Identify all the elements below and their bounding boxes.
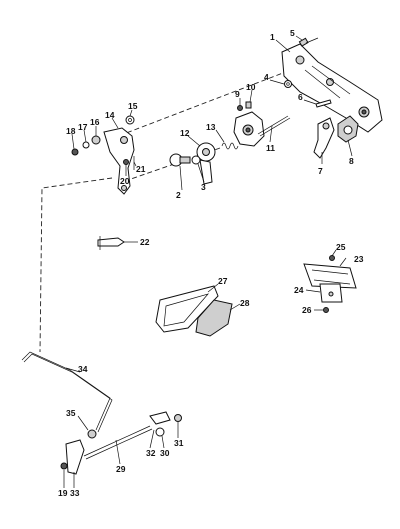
- callout-4: 4: [264, 72, 269, 82]
- callout-31: 31: [174, 438, 184, 448]
- callout-21: 21: [136, 164, 146, 174]
- part-lever-arm: [313, 117, 335, 159]
- part-screw-25: [329, 255, 335, 261]
- callout-6: 6: [298, 92, 303, 102]
- part-throttle-body: [233, 111, 265, 147]
- part-washer-3: [191, 155, 201, 165]
- callout-19: 19: [58, 488, 68, 498]
- callout-24: 24: [294, 285, 304, 295]
- callout-13: 13: [206, 122, 216, 132]
- part-pad: [195, 299, 233, 337]
- part-nut-20: [123, 159, 129, 165]
- callout-14: 14: [105, 110, 115, 120]
- assembly-guide-line: [39, 177, 113, 353]
- callout-23: 23: [354, 254, 364, 264]
- callout-12: 12: [180, 128, 190, 138]
- part-pin: [315, 99, 332, 108]
- callout-17: 17: [78, 122, 88, 132]
- callout-10: 10: [246, 82, 256, 92]
- callout-35: 35: [66, 408, 76, 418]
- callout-5: 5: [290, 28, 295, 38]
- callout-30: 30: [160, 448, 170, 458]
- callout-3: 3: [201, 182, 206, 192]
- callout-20: 20: [120, 176, 130, 186]
- part-nut-19: [60, 462, 68, 470]
- part-nut-16: [91, 135, 101, 145]
- callout-33: 33: [70, 488, 80, 498]
- callout-25: 25: [336, 242, 346, 252]
- callout-1: 1: [270, 32, 275, 42]
- part-long-rod: [21, 351, 111, 431]
- callout-26: 26: [302, 305, 312, 315]
- part-nut-18: [71, 148, 79, 156]
- part-nut-31: [174, 414, 182, 422]
- callout-29: 29: [116, 464, 126, 474]
- callout-9: 9: [235, 89, 240, 99]
- callout-28: 28: [240, 298, 250, 308]
- part-screw-small: [245, 101, 252, 109]
- callout-15: 15: [128, 101, 138, 111]
- callout-7: 7: [318, 166, 323, 176]
- part-clip-22: [97, 237, 125, 247]
- part-cam-knob: [337, 115, 359, 143]
- callout-18: 18: [66, 126, 76, 136]
- part-link-rod: [83, 425, 151, 457]
- part-bracket-32: [149, 411, 171, 425]
- callout-27: 27: [218, 276, 228, 286]
- callout-2: 2: [176, 190, 181, 200]
- part-nut-26: [323, 307, 329, 313]
- part-spring: [221, 142, 239, 150]
- leader-lines: [63, 35, 353, 488]
- part-bracket-arm: [103, 127, 135, 195]
- part-bolt-2: [169, 153, 191, 167]
- assembly-guide-line: [107, 67, 297, 141]
- part-nut-small: [237, 105, 243, 111]
- part-washer: [284, 80, 292, 88]
- callout-34: 34: [78, 364, 88, 374]
- part-washer-17: [82, 141, 90, 149]
- part-screw-top: [298, 37, 319, 47]
- part-gasket: [155, 285, 219, 333]
- part-switch-housing: [303, 263, 357, 289]
- part-bracket-plate: [281, 43, 383, 133]
- callout-32: 32: [146, 448, 156, 458]
- part-throttle-cam: [196, 142, 216, 185]
- part-rod-11: [257, 115, 289, 135]
- part-washer-30: [155, 427, 165, 437]
- part-fitting-35: [87, 429, 97, 439]
- callout-22: 22: [140, 237, 150, 247]
- callout-16: 16: [90, 117, 100, 127]
- part-washer-15: [125, 115, 135, 125]
- callout-8: 8: [349, 156, 354, 166]
- part-linkage-arm: [65, 439, 85, 475]
- callout-11: 11: [266, 143, 275, 153]
